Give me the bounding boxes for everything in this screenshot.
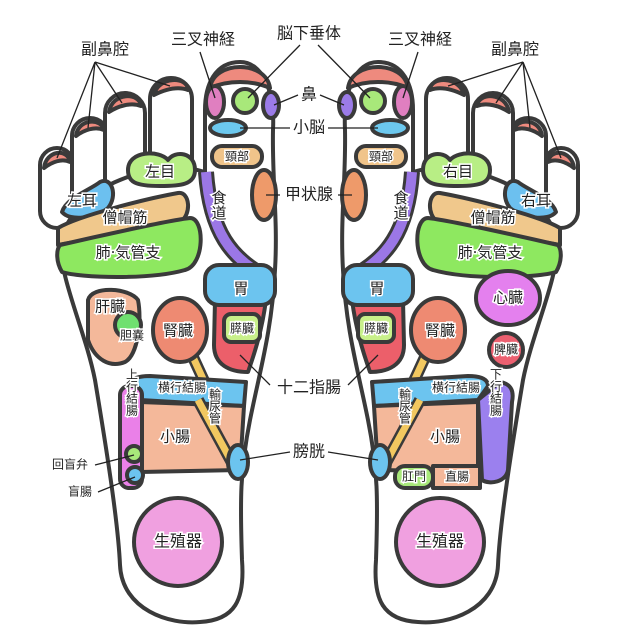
- left-ear-label: 左耳: [67, 192, 97, 210]
- right-foot: [339, 62, 578, 622]
- left-eye-label: 左目: [145, 163, 175, 181]
- descending-colon-label: 下行結腸: [489, 368, 503, 417]
- label-nose: 鼻: [301, 85, 317, 104]
- gallbladder: [113, 310, 143, 340]
- label-thyroid: 甲状腺: [285, 185, 333, 204]
- rectum: [431, 464, 482, 490]
- left-lungs-label: 肺·気管支: [96, 244, 161, 262]
- right-kidney-label: 腎臓: [425, 322, 455, 340]
- label-sinus-right: 副鼻腔: [491, 40, 539, 59]
- right-eye-label: 右目: [443, 163, 473, 181]
- left-neck-label: 頸部: [225, 149, 249, 164]
- label-cerebellum: 小脳: [293, 118, 325, 137]
- left-small-intestine-label: 小腸: [160, 428, 190, 446]
- label-sinus-left: 副鼻腔: [81, 40, 129, 59]
- label-trigeminal-right: 三叉神経: [388, 30, 452, 49]
- right-pancreas-label: 膵臓: [364, 322, 388, 336]
- left-foot: [40, 62, 279, 622]
- label-cecum: 盲腸: [68, 484, 92, 499]
- label-bladder: 膀胱: [293, 442, 325, 461]
- right-ureter-label: 輸尿管: [398, 387, 412, 425]
- anus-label: 肛門: [402, 470, 426, 484]
- right-trapezius-label: 僧帽筋: [470, 209, 515, 227]
- label-ileocecal-valve: 回盲弁: [52, 457, 88, 472]
- callout-lines: [56, 44, 562, 493]
- left-stomach-label: 胃: [233, 280, 248, 298]
- right-neck-label: 頸部: [369, 149, 393, 164]
- left-ureter-label: 輸尿管: [208, 387, 222, 425]
- right-transverse-colon-label: 横行結腸: [432, 381, 480, 395]
- right-ear-label: 右耳: [521, 192, 551, 210]
- spleen-label: 脾臓: [494, 342, 518, 357]
- label-pituitary: 脳下垂体: [277, 24, 341, 43]
- liver-label: 肝臓: [95, 298, 125, 316]
- descending-colon: [476, 380, 515, 485]
- left-transverse-colon-label: 横行結腸: [158, 381, 206, 395]
- right-stomach-label: 胃: [369, 280, 384, 298]
- rectum-label: 直腸: [445, 470, 469, 484]
- left-genitals-label: 生殖器: [154, 532, 202, 551]
- right-esophagus-label: 食道: [392, 190, 410, 220]
- heart-label: 心臓: [493, 289, 523, 307]
- label-trigeminal-left: 三叉神経: [171, 30, 235, 49]
- heart: [474, 269, 542, 327]
- label-duodenum: 十二指腸: [277, 378, 341, 397]
- ileocecal-valve: [124, 444, 144, 464]
- left-pancreas-label: 膵臓: [230, 322, 254, 336]
- right-small-intestine-label: 小腸: [430, 428, 460, 446]
- ascending-colon-label: 上行結腸: [125, 368, 139, 417]
- gallbladder-label: 胆嚢: [120, 328, 144, 343]
- left-trapezius-label: 僧帽筋: [102, 209, 147, 227]
- cecum: [125, 465, 145, 485]
- left-esophagus-label: 食道: [210, 190, 228, 220]
- left-kidney-label: 腎臓: [163, 322, 193, 340]
- spleen: [487, 331, 525, 369]
- right-lungs-label: 肺·気管支: [458, 244, 523, 262]
- right-genitals-label: 生殖器: [416, 532, 464, 551]
